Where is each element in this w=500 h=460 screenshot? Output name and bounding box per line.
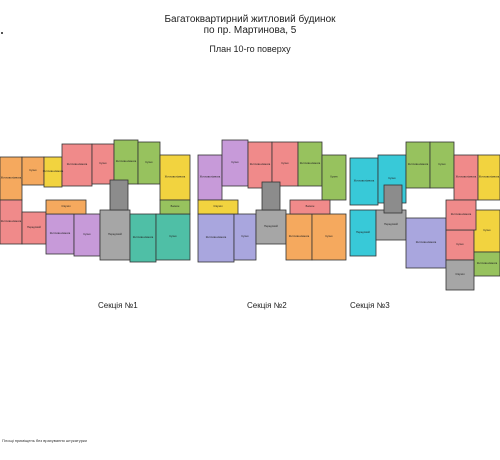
room-living-7 [159,154,191,201]
room-label: С/вузол [213,204,223,208]
title-block: Багатоквартирний житловий будинок по пр.… [0,14,500,55]
room-kitchen-18 [221,139,249,187]
room-label: Житлова кімната [206,235,227,239]
room-label: Житлова кімната [116,159,137,163]
room-label: Кухня [326,234,334,238]
room-label: Житлова кімната [354,179,375,183]
room-label: Житлова кімната [456,175,477,179]
room-label: Кухня [232,160,240,164]
room-living-23 [197,213,235,263]
room-label: Передпокій [356,230,370,234]
room-bath-15 [45,199,87,215]
corner-mark [1,32,3,34]
room-living-34 [453,154,479,201]
building-title: Багатоквартирний житловий будинок [164,14,336,25]
room-label: Передпокій [264,224,278,228]
room-living-13 [129,213,157,263]
building-address: по пр. Мартинова, 5 [203,25,297,36]
room-label: Кухня [331,175,339,179]
room-label: Житлова кімната [300,161,321,165]
room-balcony-29 [289,199,331,215]
room-hall-25 [255,209,287,245]
room-label: Житлова кімната [133,235,154,239]
room-label: Житлова кімната [67,162,88,166]
stairwell-2 [261,181,281,211]
room-living-26 [285,213,313,261]
room-label: Житлова кімната [165,175,186,179]
room-label: Передпокій [384,222,398,226]
room-living-19 [247,141,273,189]
room-label: Житлова кімната [1,176,22,180]
room-label: Кухня [170,234,178,238]
room-label: Житлова кімната [250,162,271,166]
room-living-32 [405,141,431,189]
section-2-label: Секція №2 [247,301,287,310]
room-living-35 [477,154,500,201]
room-label: Житлова кімната [451,212,472,216]
room-label: Житлова кімната [200,175,221,179]
floor-plan-title: План 10-го поверху [209,44,291,54]
room-living-41 [445,199,477,231]
room-living-17 [197,154,223,201]
room-bath-28 [197,199,239,215]
room-hall-9 [21,211,47,245]
room-label: Житлова кімната [479,175,500,179]
room-label: Кухня [84,232,92,236]
room-label: Кухня [146,160,154,164]
room-kitchen-22 [321,154,347,201]
room-hall-12 [99,209,131,261]
room-kitchen-27 [311,213,347,261]
room-label: Балкон [171,204,180,208]
room-label: Передпокій [27,225,41,229]
room-label: Житлова кімната [477,261,498,265]
room-label: Балкон [306,204,315,208]
room-living-30 [349,157,379,206]
room-label: Кухня [282,161,290,165]
apartments-layer [0,139,500,291]
room-label: Житлова кімната [289,234,310,238]
area-footnote: Площі приміщень без врахування штукатурк… [2,438,87,443]
room-label: Кухня [30,168,38,172]
room-hall-36 [349,209,377,257]
room-label: С/вузол [455,272,465,276]
room-kitchen-40 [473,209,500,253]
room-label: Кухня [389,176,397,180]
room-label: Житлова кімната [50,231,71,235]
room-kitchen-11 [73,213,101,257]
room-label: Житлова кімната [416,240,437,244]
section-1-label: Секція №1 [98,301,138,310]
room-label: Кухня [457,242,465,246]
room-living-38 [405,217,447,269]
section-3-label: Секція №3 [350,301,390,310]
room-balcony-16 [159,199,191,215]
room-label: Житлова кімната [1,219,22,223]
stairwell-1 [109,179,129,211]
room-label: Кухня [242,234,250,238]
room-label: Кухня [484,228,492,232]
room-label: Передпокій [108,232,122,236]
room-label: Житлова кімната [408,162,429,166]
room-living-5 [113,139,139,185]
room-label: Кухня [439,162,447,166]
stairwell-3 [383,184,403,214]
room-label: Житлова кімната [43,169,64,173]
room-bath-43 [445,259,475,291]
room-label: С/вузол [61,204,71,208]
room-label: Кухня [100,161,108,165]
